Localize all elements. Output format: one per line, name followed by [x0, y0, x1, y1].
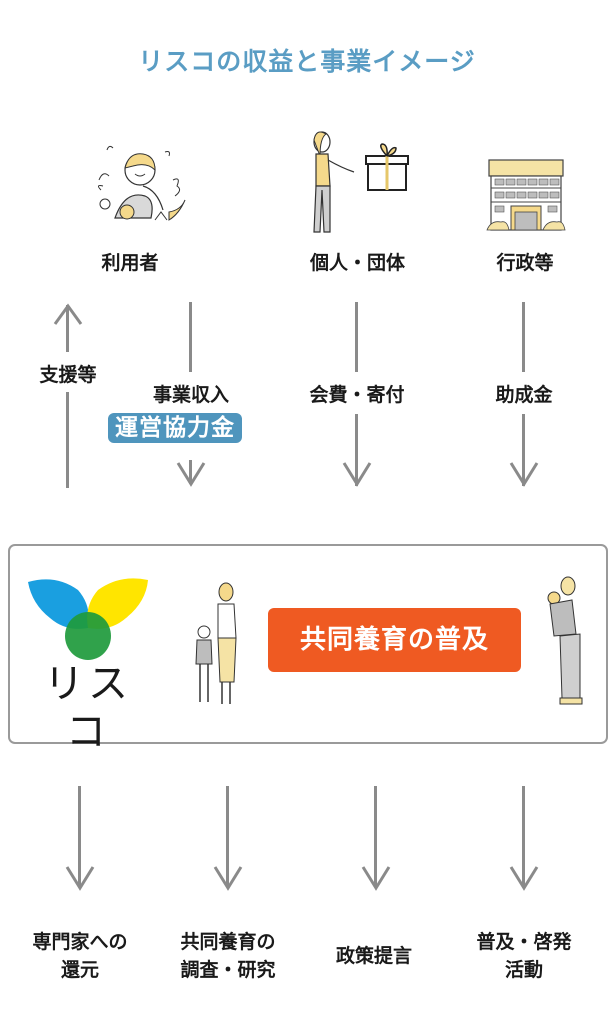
source-label-users: 利用者 [101, 252, 159, 274]
risco-logo-text: リスコ [44, 661, 132, 755]
support-arrow-line-top [66, 305, 69, 352]
outcome-line-2: 活動 [504, 959, 543, 981]
operating-contribution-badge: 運営協力金 [108, 408, 242, 443]
down-arrow-icon [213, 866, 243, 891]
outcome-line-1: 専門家への [32, 931, 128, 953]
flow-label-subsidy: 助成金 [495, 384, 553, 406]
down-arrow-icon [65, 866, 95, 891]
person-giving-gift-icon [300, 128, 420, 238]
parent-holding-child-illustration [540, 574, 590, 708]
outcome-policy-proposal: 政策提言 [314, 942, 434, 970]
mission-banner: 共同養育の普及 [268, 608, 521, 672]
outcome-arrow-line [374, 786, 377, 886]
page-title: リスコの収益と事業イメージ [138, 47, 476, 76]
risco-logo-icon [26, 576, 150, 660]
down-arrow-icon [361, 866, 391, 891]
donation-arrow-line-bottom [355, 414, 358, 486]
source-label-individuals-groups: 個人・団体 [309, 252, 405, 274]
outcome-line-1: 政策提言 [335, 945, 412, 967]
flow-label-support: 支援等 [39, 364, 97, 386]
outcome-arrow-line [522, 786, 525, 886]
outcome-awareness-activities: 普及・啓発 活動 [458, 928, 590, 984]
mother-and-child-illustration [192, 582, 248, 710]
outcome-expert-return: 専門家への 還元 [14, 928, 146, 984]
government-building-icon [485, 158, 567, 232]
outcome-line-2: 還元 [60, 959, 99, 981]
outcome-line-1: 普及・啓発 [476, 931, 572, 953]
subsidy-arrow-line-bottom [522, 414, 525, 486]
outcome-arrow-line [226, 786, 229, 886]
source-label-government: 行政等 [496, 252, 554, 274]
business-income-arrow-line-lower [189, 460, 192, 484]
flow-label-membership-donation: 会費・寄付 [309, 384, 405, 406]
donation-arrow-line-top [355, 302, 358, 372]
down-arrow-icon [176, 462, 206, 487]
support-arrow-line-bottom [66, 392, 69, 488]
subsidy-arrow-line-top [522, 302, 525, 372]
up-arrow-icon [53, 303, 83, 325]
operating-contribution-label: 運営協力金 [108, 413, 242, 443]
flow-label-business-income: 事業収入 [152, 384, 229, 406]
down-arrow-icon [509, 866, 539, 891]
child-playing-in-garden-icon [85, 140, 195, 230]
down-arrow-icon [342, 462, 372, 487]
outcome-research: 共同養育の 調査・研究 [162, 928, 294, 984]
down-arrow-icon [509, 462, 539, 487]
outcome-line-2: 調査・研究 [180, 959, 276, 981]
business-income-arrow-line [189, 302, 192, 372]
outcome-arrow-line [78, 786, 81, 886]
outcome-line-1: 共同養育の [180, 931, 276, 953]
